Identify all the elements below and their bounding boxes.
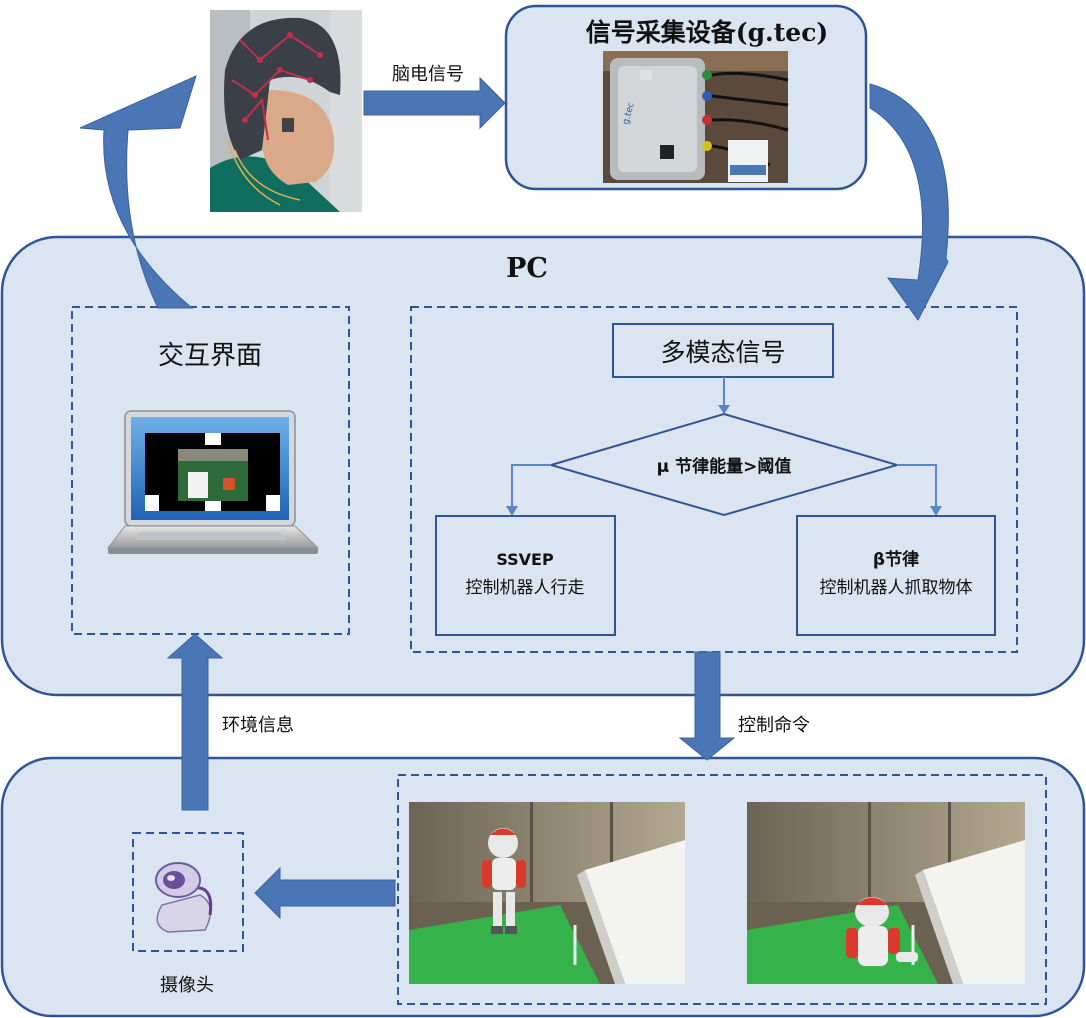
camera-box [132,832,244,952]
eeg-signal-label: 脑电信号 [392,64,464,85]
webcam-icon [155,862,213,933]
decision-diamond [547,412,901,517]
beta-rhythm-box [796,515,996,636]
arrow-robot-to-camera [254,866,396,920]
control-command-label: 控制命令 [738,715,810,736]
arrow-environment-info [166,633,224,811]
robot-photos-box [397,774,1047,1005]
interaction-interface-box [71,306,350,635]
beta-rhythm-title: β节律 [873,549,919,570]
camera-label: 摄像头 [160,975,214,996]
beta-rhythm-description: 控制机器人抓取物体 [820,578,973,598]
arrow-control-command [678,651,736,761]
gtec-amplifier-photo: g.tec [603,51,789,183]
eeg-cap-subject-photo [210,10,362,212]
arrow-device-to-pc [869,83,949,321]
ssvep-description: 控制机器人行走 [466,578,585,598]
ssvep-title: SSVEP [496,550,554,569]
decision-label: μ 节律能量>阈值 [657,456,792,477]
ssvep-box [435,515,616,636]
arrow-interface-to-subject [79,75,197,309]
nao-robot-grasping-photo [747,802,1025,984]
pc-label: PC [506,253,548,284]
multimodal-signal-box [612,323,834,378]
multimodal-signal-label: 多模态信号 [660,338,785,367]
arrow-eeg-to-device [363,76,506,130]
acquisition-device-label: 信号采集设备(g.tec) [586,18,829,47]
nao-robot-walking-photo [409,802,685,984]
environment-info-label: 环境信息 [222,715,294,736]
interaction-interface-label: 交互界面 [158,341,262,371]
laptop-icon [106,410,320,554]
